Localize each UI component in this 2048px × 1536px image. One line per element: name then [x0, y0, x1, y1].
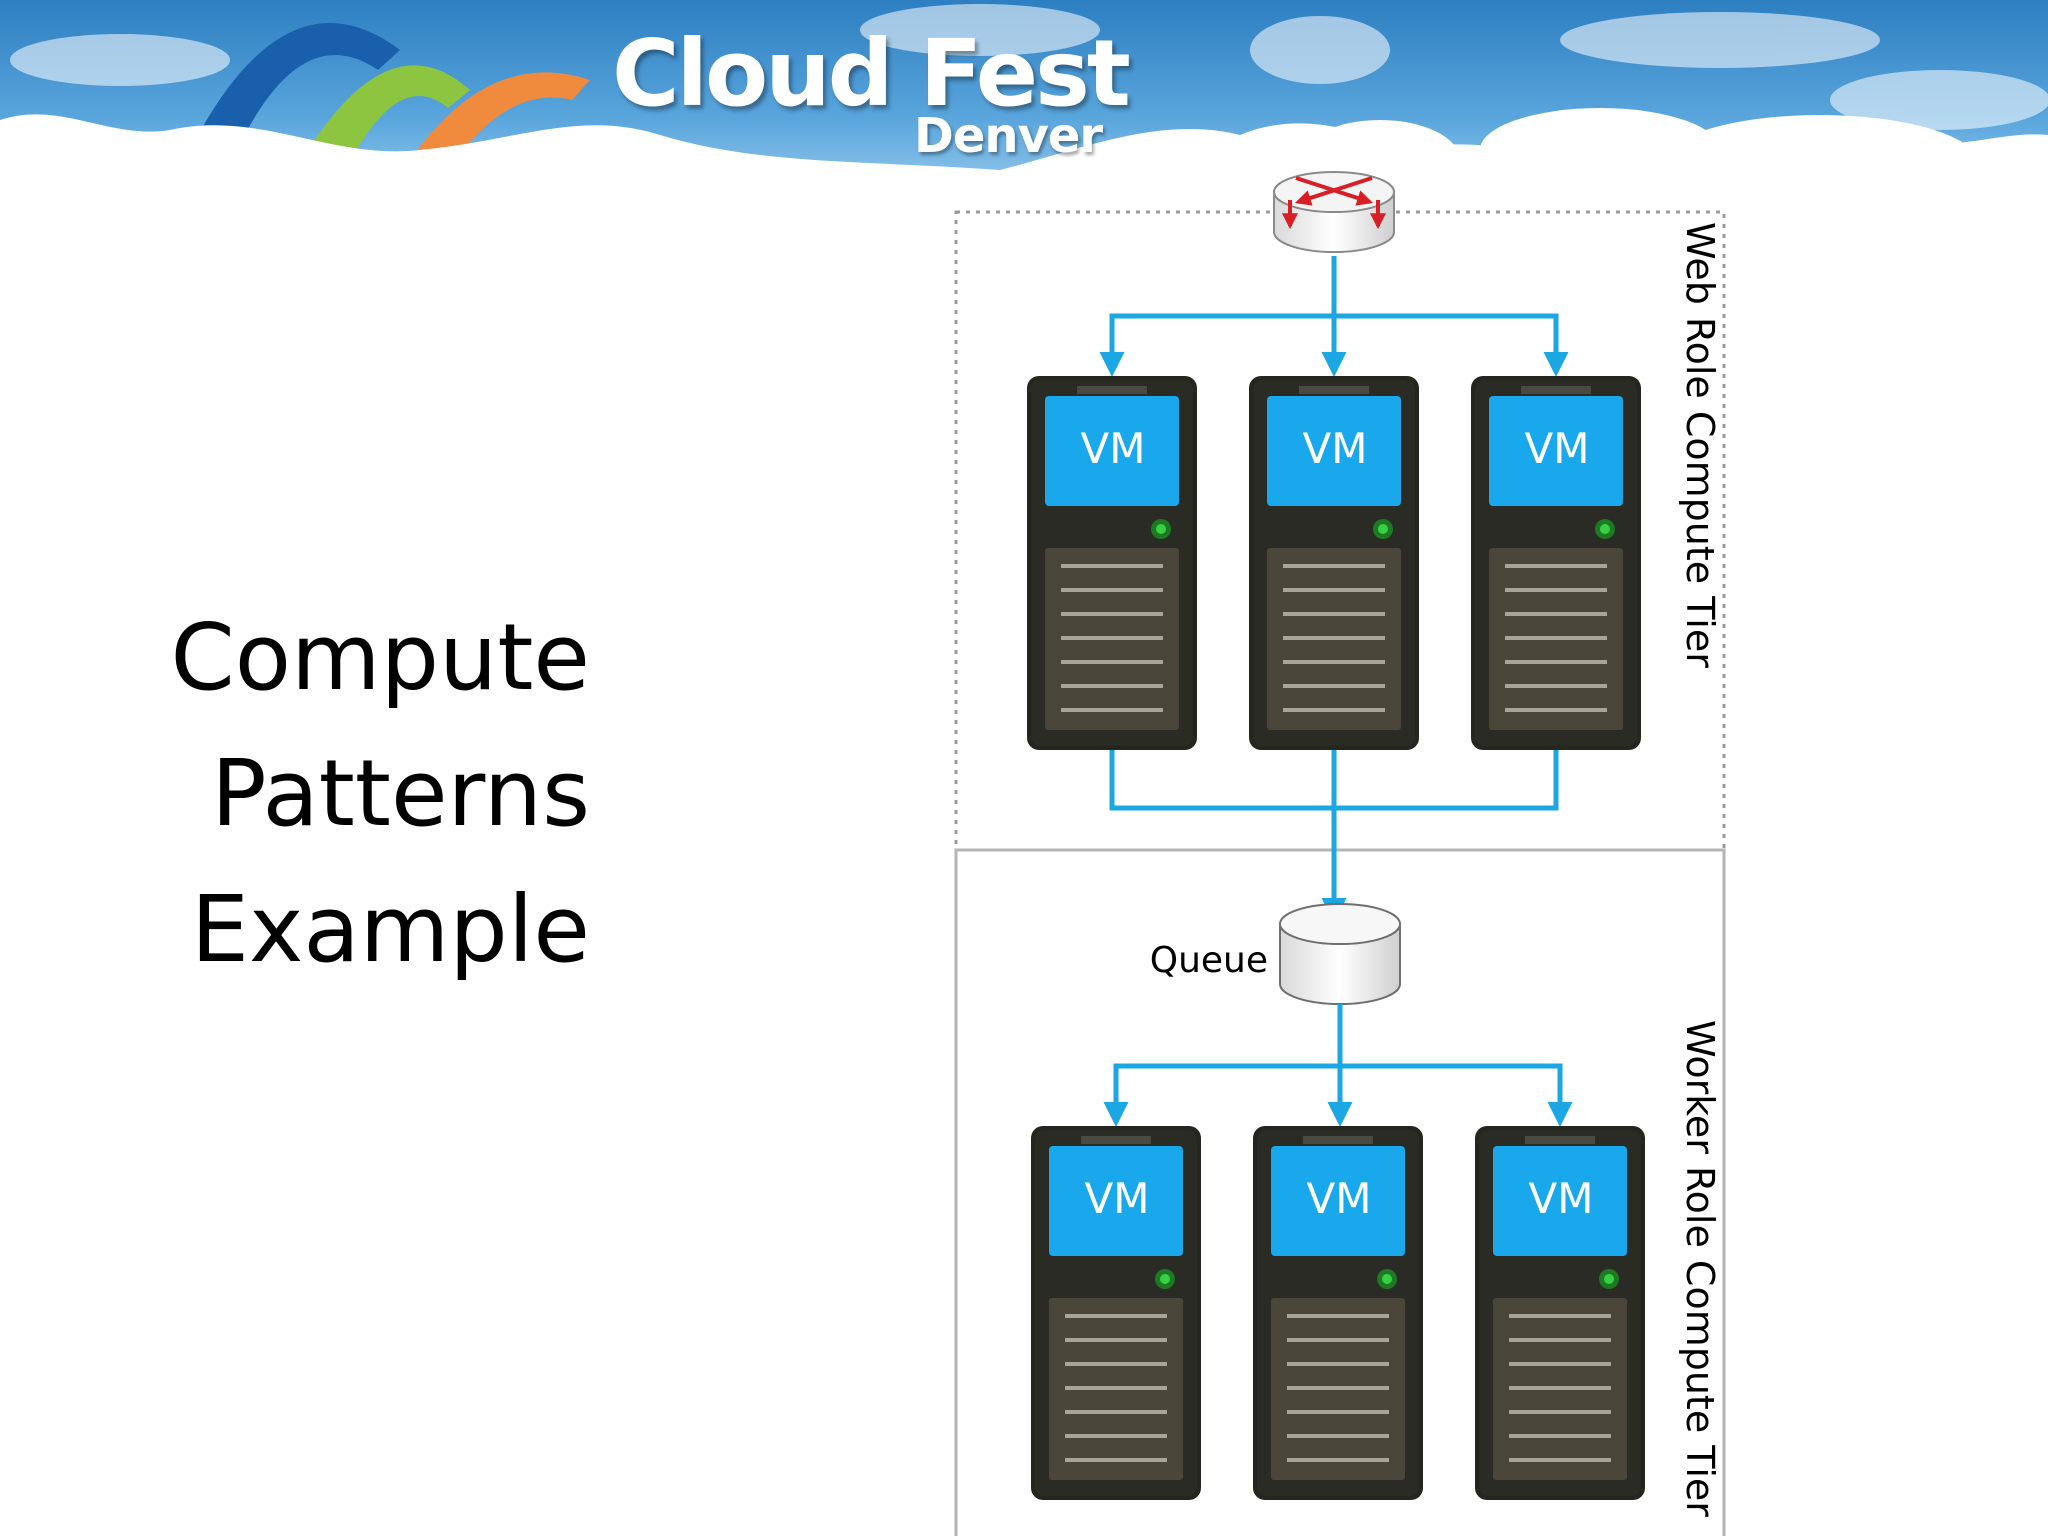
slide-title: Compute Patterns Example: [120, 590, 590, 998]
web-vm-label: VM: [1302, 424, 1368, 473]
brand-subtitle: Denver: [914, 108, 1103, 164]
web-vm-label: VM: [1524, 424, 1590, 473]
slide-title-line: Patterns: [211, 740, 590, 847]
worker-vm-label: VM: [1306, 1174, 1372, 1223]
worker-tier-box: [954, 848, 1726, 1536]
web-tier-label: Web Role Compute Tier: [1678, 222, 1722, 668]
slide-title-line: Example: [190, 876, 590, 983]
worker-vm-label: VM: [1528, 1174, 1594, 1223]
worker-vm-label: VM: [1084, 1174, 1150, 1223]
queue-cylinder-icon: [1279, 903, 1401, 1005]
worker-tier-label: Worker Role Compute Tier: [1678, 1020, 1722, 1517]
brand-title: Cloud Fest: [612, 20, 1131, 127]
header-banner: [0, 0, 2048, 260]
router-icon: [1273, 171, 1395, 253]
web-tier-connectors: [1099, 256, 1569, 923]
worker-tier-connectors: [1103, 1004, 1573, 1127]
web-vm-label: VM: [1080, 424, 1146, 473]
slide-title-line: Compute: [170, 604, 590, 711]
queue-label: Queue: [1149, 940, 1268, 981]
